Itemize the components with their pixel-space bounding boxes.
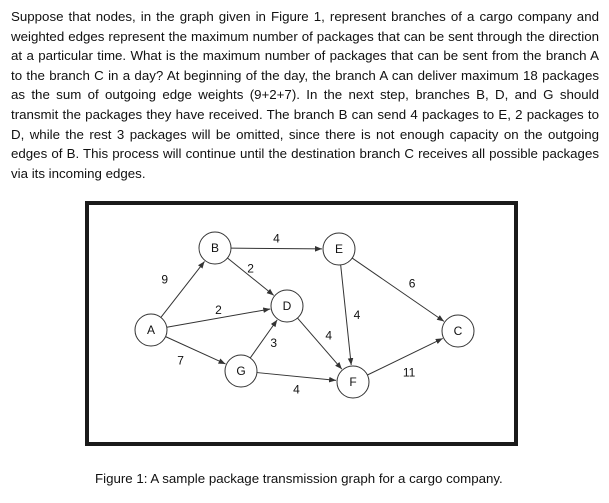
edge-weight-e-c: 6 (409, 277, 416, 291)
node-g: G (224, 354, 258, 388)
node-c: C (441, 314, 475, 348)
figure-caption: Figure 1: A sample package transmission … (95, 471, 503, 486)
node-label: D (283, 299, 292, 313)
edge-weight-a-d: 2 (215, 303, 222, 317)
edge-a-d (166, 307, 271, 328)
edge-weight-g-f: 4 (293, 382, 300, 396)
node-circle (198, 231, 232, 265)
figure-frame: 9 2 7 4 2 3 4 4 4 6 11 A B D E G F C (85, 201, 518, 446)
node-circle (270, 289, 304, 323)
node-label: G (236, 364, 245, 378)
edge-g-f (256, 372, 337, 383)
node-circle (134, 313, 168, 347)
node-label: B (211, 241, 219, 255)
edge-weight-g-d: 3 (270, 336, 277, 350)
edge-a-b (160, 261, 205, 318)
node-circle (322, 232, 356, 266)
node-label: E (335, 242, 343, 256)
edge-weight-a-g: 7 (177, 353, 184, 367)
node-circle (441, 314, 475, 348)
edge-weight-b-e: 4 (273, 231, 280, 245)
node-label: F (349, 375, 356, 389)
node-circle (224, 354, 258, 388)
edge-b-e (230, 246, 323, 252)
node-label: A (147, 323, 155, 337)
node-b: B (198, 231, 232, 265)
node-a: A (134, 313, 168, 347)
node-e: E (322, 232, 356, 266)
edge-weight-d-f: 4 (325, 329, 332, 343)
node-label: C (454, 324, 463, 338)
edge-d-f (297, 317, 343, 370)
node-f: F (336, 365, 370, 399)
edge-e-c (351, 257, 445, 322)
node-circle (336, 365, 370, 399)
edge-a-g (165, 336, 226, 365)
edge-f-c (367, 337, 443, 376)
edge-weight-a-b: 9 (161, 272, 168, 286)
edge-weight-f-c: 11 (403, 366, 416, 380)
problem-paragraph: Suppose that nodes, in the graph given i… (11, 9, 599, 181)
edge-weight-e-f: 4 (354, 308, 361, 322)
edge-g-d (249, 319, 278, 359)
node-d: D (270, 289, 304, 323)
edge-b-d (227, 257, 275, 296)
package-transmission-graph: 9 2 7 4 2 3 4 4 4 6 11 A B D E G F C (134, 231, 475, 399)
edge-e-f (340, 264, 354, 366)
edge-weight-b-d: 2 (247, 262, 254, 276)
